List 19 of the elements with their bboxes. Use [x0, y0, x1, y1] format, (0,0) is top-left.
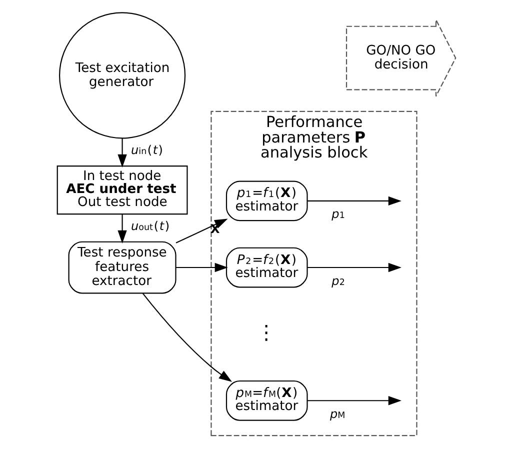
edge-label: uout(t): [131, 219, 170, 234]
edge-label: p2: [332, 274, 345, 288]
edge-label: pM: [330, 406, 346, 421]
node-box: P2=f2(X) estimator: [226, 247, 308, 288]
arrow: [118, 138, 127, 168]
edge-label: p1: [332, 207, 345, 222]
node-circle: Test excitation generator: [59, 12, 186, 139]
node-box: Test response features extractor: [68, 241, 176, 294]
arrow: [308, 262, 402, 272]
arrow: [308, 196, 402, 206]
edge-label: uin(t): [131, 143, 163, 158]
label: ⋮: [256, 320, 276, 344]
arrow: [118, 214, 127, 244]
node-box: pM=fM(X) estimator: [226, 380, 308, 421]
node-box: p1=f1(X) estimator: [226, 180, 308, 222]
arrow: [308, 396, 402, 406]
arrow: [176, 262, 228, 272]
node-box: In test node AEC under test Out test node: [56, 165, 188, 215]
arrow: [142, 293, 232, 382]
